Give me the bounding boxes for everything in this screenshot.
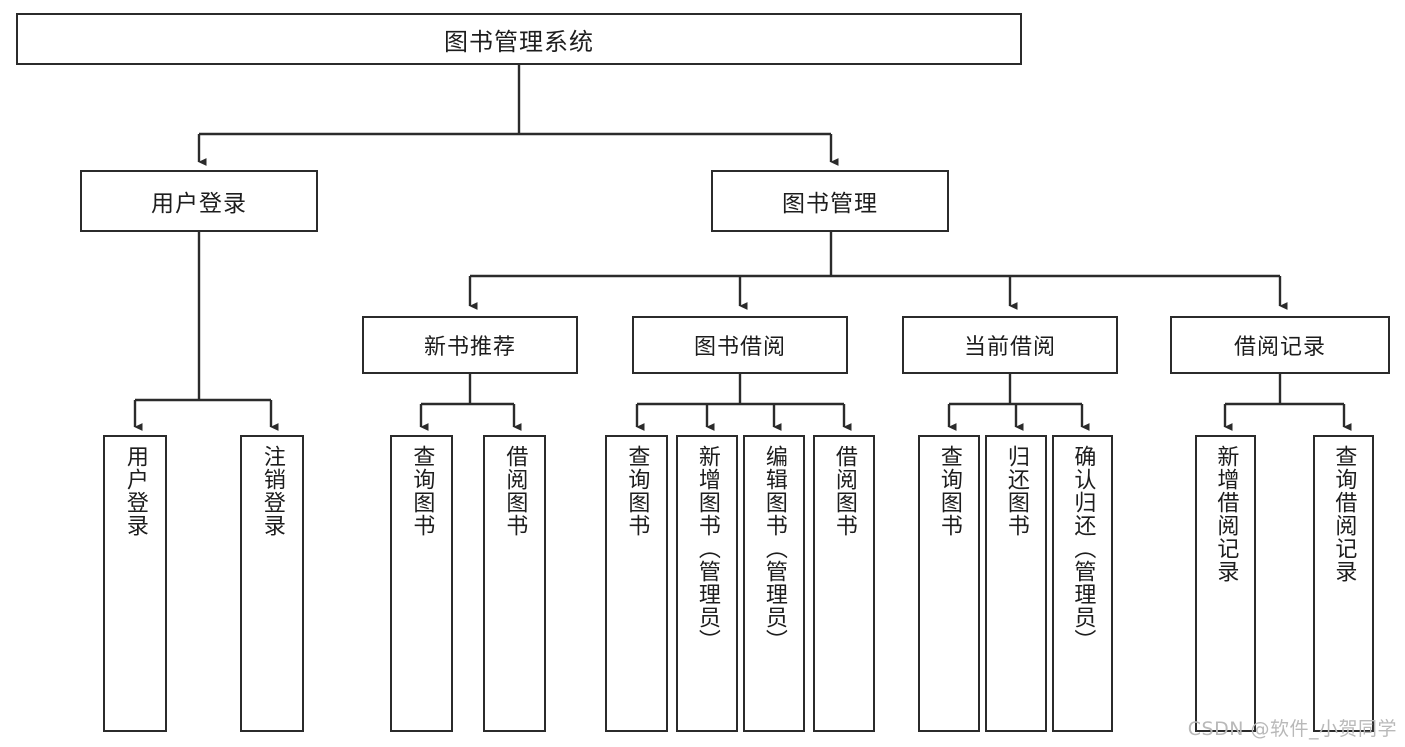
node-label: 图书借阅 [693, 335, 786, 360]
leaf-edit-book-admin[interactable]: 编辑图书（管理员） [743, 435, 805, 732]
leaf-label: 新增借阅记录 [1213, 445, 1239, 583]
leaf-label: 查询图书 [624, 445, 650, 537]
node-label: 借阅记录 [1233, 335, 1326, 360]
leaf-add-book-admin[interactable]: 新增图书（管理员） [676, 435, 738, 732]
node-borrow-record[interactable]: 借阅记录 [1170, 316, 1390, 374]
node-new-book-recommend[interactable]: 新书推荐 [362, 316, 578, 374]
leaf-query-book-current[interactable]: 查询图书 [918, 435, 980, 732]
leaf-label: 查询图书 [936, 445, 962, 537]
leaf-logout[interactable]: 注销登录 [240, 435, 304, 732]
node-label: 新书推荐 [423, 335, 516, 360]
leaf-label: 新增图书（管理员） [694, 445, 720, 652]
leaf-borrow-book[interactable]: 借阅图书 [813, 435, 875, 732]
node-label: 当前借阅 [963, 335, 1056, 360]
node-book-management[interactable]: 图书管理 [711, 170, 949, 232]
leaf-label: 编辑图书（管理员） [761, 445, 787, 652]
node-user-login[interactable]: 用户登录 [80, 170, 318, 232]
leaf-label: 借阅图书 [831, 445, 857, 537]
leaf-query-book-recommend[interactable]: 查询图书 [390, 435, 453, 732]
leaf-user-login[interactable]: 用户登录 [103, 435, 167, 732]
leaf-add-borrow-record[interactable]: 新增借阅记录 [1195, 435, 1256, 732]
leaf-label: 查询借阅记录 [1331, 445, 1357, 583]
node-label: 用户登录 [151, 191, 247, 217]
leaf-label: 注销登录 [259, 445, 285, 537]
leaf-label: 归还图书 [1003, 445, 1029, 537]
leaf-confirm-return-admin[interactable]: 确认归还（管理员） [1052, 435, 1113, 732]
leaf-query-book-borrow[interactable]: 查询图书 [605, 435, 668, 732]
leaf-query-borrow-record[interactable]: 查询借阅记录 [1313, 435, 1374, 732]
leaf-label: 确认归还（管理员） [1070, 445, 1096, 652]
leaf-label: 用户登录 [122, 445, 148, 537]
node-root-system[interactable]: 图书管理系统 [16, 13, 1022, 65]
leaf-borrow-book-recommend[interactable]: 借阅图书 [483, 435, 546, 732]
leaf-label: 借阅图书 [502, 445, 528, 537]
leaf-label: 查询图书 [409, 445, 435, 537]
node-current-borrow[interactable]: 当前借阅 [902, 316, 1118, 374]
node-label: 图书管理系统 [444, 27, 594, 56]
node-book-borrow[interactable]: 图书借阅 [632, 316, 848, 374]
watermark-text: CSDN @软件_小贺同学 [1187, 718, 1397, 740]
node-label: 图书管理 [782, 191, 878, 217]
leaf-return-book[interactable]: 归还图书 [985, 435, 1047, 732]
